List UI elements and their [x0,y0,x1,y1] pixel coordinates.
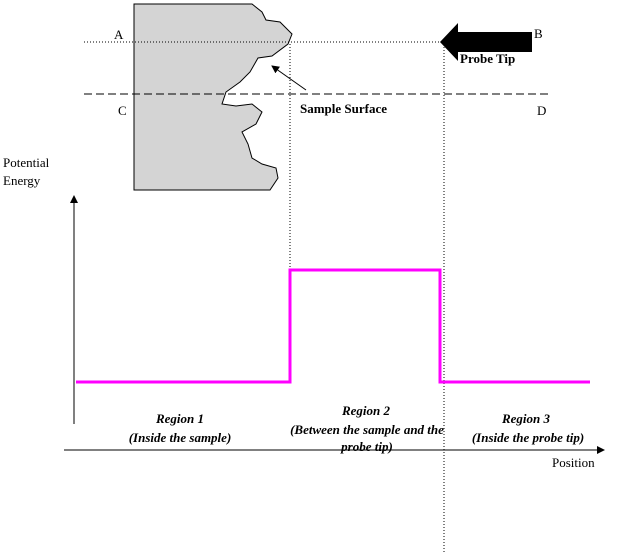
y-axis-label: Potential Energy [3,155,50,188]
label-sample-surface: Sample Surface [300,101,388,116]
region-2-subtitle: (Between the sample and the probe tip) [290,422,444,454]
region-3-title: Region 3 [501,411,551,426]
label-point-b: B [534,26,543,41]
label-point-c: C [118,103,127,118]
potential-energy-line [76,268,590,384]
label-probe-tip: Probe Tip [460,51,516,66]
sample-block [133,3,293,191]
label-point-a: A [114,27,124,42]
sample-surface-pointer [271,65,307,91]
region-1-subtitle: (Inside the sample) [128,430,232,445]
label-point-d: D [537,103,547,118]
x-axis-label: Position [552,455,595,470]
probe-tip-arrow [440,23,532,61]
region-1-title: Region 1 [155,411,205,426]
region-3-subtitle: (Inside the probe tip) [471,430,585,445]
region-2-title: Region 2 [341,403,391,418]
